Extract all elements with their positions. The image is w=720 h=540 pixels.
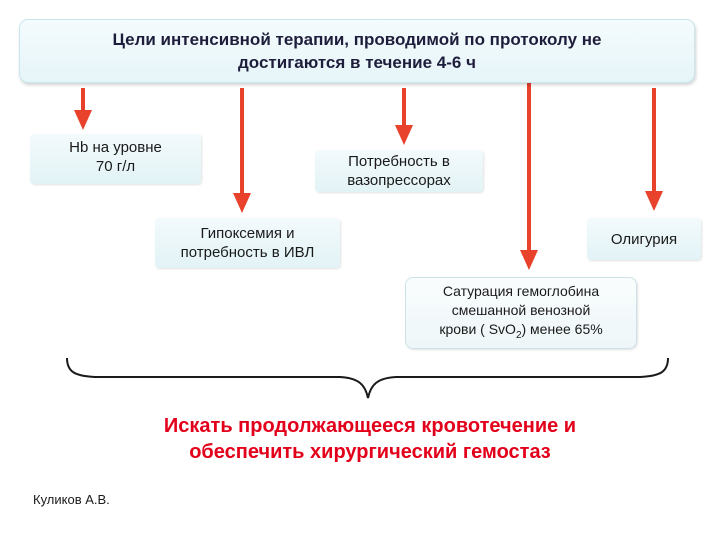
- hb-line-2: 70 г/л: [95, 158, 136, 175]
- arrow-to-saturation: [520, 80, 538, 270]
- saturation-subscript: 2: [515, 329, 522, 341]
- conclusion-text: Искать продолжающееся кровотечение и обе…: [100, 413, 640, 465]
- conclusion-line-1: Искать продолжающееся кровотечение и: [163, 415, 577, 437]
- vasopressors-box: Потребность в вазопрессорах: [315, 150, 483, 192]
- saturation-line-2: смешанной венозной: [451, 301, 591, 318]
- hb-box: Hb на уровне 70 г/л: [30, 134, 201, 184]
- hb-line-1: Hb на уровне: [69, 139, 162, 156]
- saturation-line-3: крови ( SvO2) менее 65%: [439, 320, 602, 345]
- saturation-line-3-suffix: ) менее 65%: [521, 320, 603, 337]
- vasopressors-line-2: вазопрессорах: [347, 172, 451, 189]
- oliguria-box: Олигурия: [587, 218, 701, 260]
- hypoxemia-box: Гипоксемия и потребность в ИВЛ: [155, 218, 340, 268]
- arrow-to-vasopressors: [395, 88, 413, 145]
- arrow-to-hb: [74, 88, 92, 130]
- author-credit: Куликов А.В.: [33, 492, 110, 507]
- oliguria-label: Олигурия: [610, 230, 678, 248]
- saturation-line-3-prefix: крови ( SvO: [439, 320, 516, 337]
- title-line-2: достигаются в течение 4-6 ч: [238, 53, 476, 72]
- saturation-box: Сатурация гемоглобина смешанной венозной…: [405, 277, 637, 349]
- curly-brace: [66, 357, 669, 399]
- conclusion-line-2: обеспечить хирургический гемостаз: [189, 441, 551, 463]
- saturation-line-1: Сатурация гемоглобина: [442, 282, 600, 299]
- goals-not-reached-box: Цели интенсивной терапии, проводимой по …: [19, 19, 695, 83]
- hypoxemia-line-2: потребность в ИВЛ: [180, 244, 315, 261]
- hypoxemia-line-1: Гипоксемия и: [200, 225, 295, 242]
- title-line-1: Цели интенсивной терапии, проводимой по …: [112, 30, 602, 49]
- vasopressors-line-1: Потребность в: [348, 153, 450, 170]
- arrow-to-oliguria: [645, 88, 663, 211]
- arrow-to-hypoxemia: [233, 88, 251, 213]
